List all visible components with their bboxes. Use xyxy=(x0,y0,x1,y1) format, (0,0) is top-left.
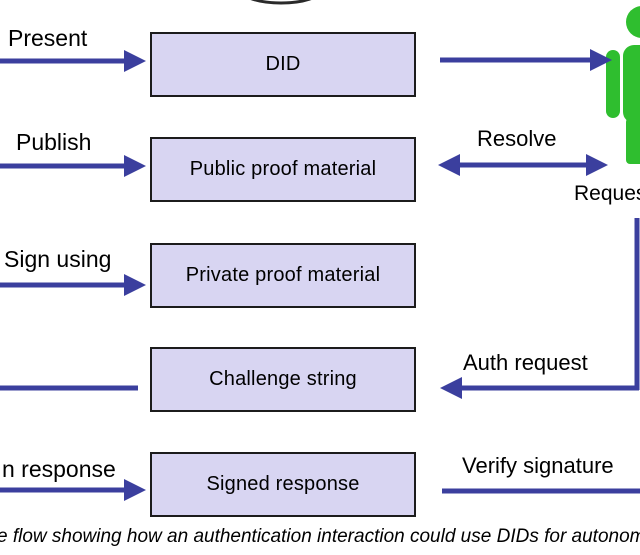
label-auth-request: Auth request xyxy=(463,350,588,375)
arrow-sign-using xyxy=(0,274,146,296)
label-authn-response: n response xyxy=(2,456,116,482)
arrow-publish xyxy=(0,155,146,177)
arrow-resolve xyxy=(438,154,608,176)
arrow-present xyxy=(0,50,146,72)
person-torso xyxy=(623,45,640,123)
arrows xyxy=(0,49,640,501)
person-leg xyxy=(626,118,640,164)
box-did-label: DID xyxy=(265,53,301,75)
arrow-did-to-party xyxy=(440,49,612,71)
arrow-auth-request-elbow xyxy=(440,218,640,399)
box-public-proof-material-label: Public proof material xyxy=(189,158,377,180)
box-public-proof-material: Public proof material xyxy=(150,137,416,202)
box-private-proof-material: Private proof material xyxy=(150,243,416,308)
label-requesting-party: Reques xyxy=(574,182,640,205)
label-present: Present xyxy=(8,25,88,51)
person-icon xyxy=(606,6,640,164)
box-did: DID xyxy=(150,32,416,97)
person-arm xyxy=(606,50,620,118)
label-resolve: Resolve xyxy=(477,126,557,151)
ellipse-remnant xyxy=(250,0,312,5)
figure-caption: e flow showing how an authentication int… xyxy=(0,526,640,547)
box-signed-response: Signed response xyxy=(150,452,416,517)
box-challenge-string-label: Challenge string xyxy=(209,368,357,390)
person-head xyxy=(626,6,640,38)
box-private-proof-material-label: Private proof material xyxy=(185,264,381,286)
label-publish: Publish xyxy=(16,129,92,155)
box-signed-response-label: Signed response xyxy=(206,473,360,495)
box-challenge-string: Challenge string xyxy=(150,347,416,412)
label-sign-using: Sign using xyxy=(4,246,112,272)
arrow-authn-response xyxy=(0,479,146,501)
label-verify-signature: Verify signature xyxy=(462,453,614,478)
